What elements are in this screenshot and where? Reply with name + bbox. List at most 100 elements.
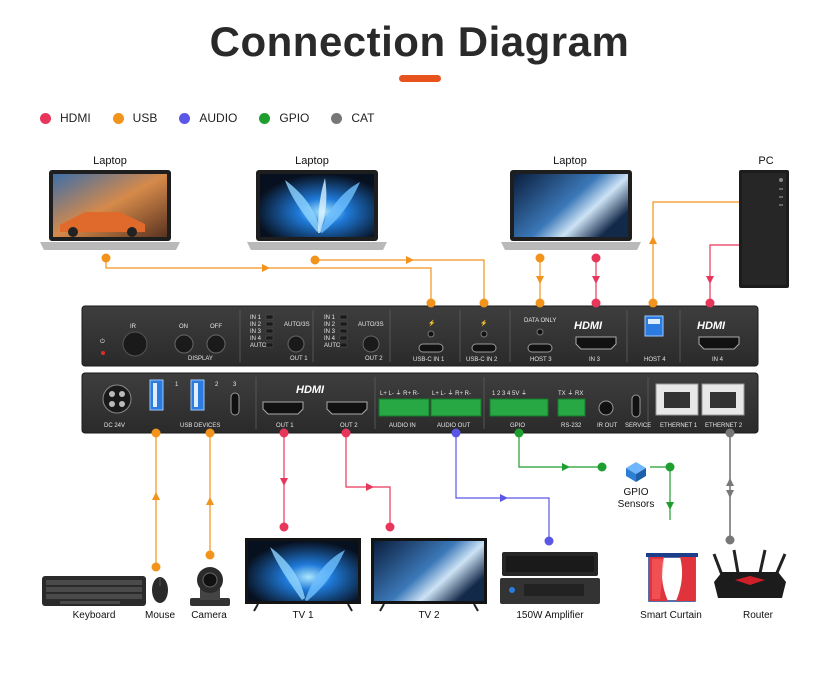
- connection-arrows: [152, 236, 734, 510]
- service-port[interactable]: [631, 394, 641, 418]
- hdmi-out2-port[interactable]: [326, 401, 368, 415]
- ir-window: [122, 331, 148, 357]
- pc-tower: [739, 170, 789, 288]
- laptop-3-label: Laptop: [553, 155, 587, 167]
- hdmi-in4-port[interactable]: [698, 336, 740, 350]
- usb-line-laptop1: [105, 258, 432, 303]
- rs232-label: RS-232: [561, 423, 582, 429]
- ir-label: IR: [130, 324, 137, 330]
- legend: HDMI USB AUDIO GPIO CAT: [40, 110, 397, 126]
- top-panel: ⏻ IR ON OFF DISPLAY IN 1 IN 2 IN 3 IN 4 …: [81, 305, 759, 367]
- host4-label: HOST 4: [644, 357, 666, 363]
- bottom-panel: DC 24V 1 2 3 USB DEVICES HDMI OUT 1 OUT …: [81, 372, 759, 434]
- ethernet1-label: ETHERNET 1: [660, 423, 698, 429]
- usbc-in1-port[interactable]: [418, 343, 444, 353]
- usb-device-port-3[interactable]: [230, 392, 240, 416]
- laptop-2-label: Laptop: [295, 155, 329, 167]
- display-on-button[interactable]: [174, 334, 194, 354]
- gpio-sensors-label: GPIO Sensors: [617, 487, 655, 510]
- usb3-label: 3: [233, 382, 237, 388]
- router: [712, 549, 787, 598]
- audio-line-amplifier: [455, 433, 550, 541]
- legend-item-cat: CAT: [331, 111, 375, 125]
- out1-auto3s-label: AUTO/3S: [284, 322, 310, 328]
- out1-auto-label: AUTO: [250, 343, 267, 349]
- usb1-label: 1: [175, 382, 179, 388]
- tv-2: [371, 538, 487, 612]
- hdmi-out1-label: OUT 1: [276, 423, 294, 429]
- camera-label: Camera: [191, 610, 227, 621]
- tv-1: [245, 538, 361, 612]
- out1-in1-label: IN 1: [250, 315, 262, 321]
- ethernet2-label: ETHERNET 2: [705, 423, 743, 429]
- out1-label: OUT 1: [290, 356, 308, 362]
- legend-dot-hdmi: [40, 112, 51, 124]
- hdmi-out1-port[interactable]: [262, 401, 304, 415]
- lightning-icon-2: ⚡: [480, 319, 487, 327]
- in4-label: IN 4: [712, 357, 724, 363]
- audio-in-terminal[interactable]: [378, 398, 430, 417]
- amplifier-label: 150W Amplifier: [516, 610, 584, 621]
- power-icon: ⏻: [100, 338, 105, 345]
- lightning-icon-1: ⚡: [428, 319, 435, 327]
- usbc-in1-label: USB-C IN 1: [413, 357, 445, 363]
- display-label: DISPLAY: [188, 356, 213, 362]
- legend-item-audio: AUDIO: [179, 111, 237, 125]
- usb-line-laptop2: [315, 259, 485, 303]
- mouse-label: Mouse: [145, 610, 175, 621]
- dc-power-jack[interactable]: [102, 384, 132, 414]
- legend-dot-usb: [112, 112, 124, 124]
- hdmi-logo-out: HDMI: [296, 384, 325, 396]
- legend-item-usb: USB: [112, 111, 158, 125]
- usb-devices-label: USB DEVICES: [180, 423, 220, 429]
- audio-out-terminal[interactable]: [430, 398, 482, 417]
- usb-line-pc: [652, 201, 739, 303]
- usbc-in2-label: USB-C IN 2: [466, 357, 498, 363]
- laptop-3: [501, 170, 641, 250]
- camera: [190, 567, 230, 606]
- hdmi-out2-label: OUT 2: [340, 423, 358, 429]
- audio-out-label: AUDIO OUT: [437, 423, 471, 429]
- out1-in4-label: IN 4: [250, 336, 262, 342]
- out2-in2-label: IN 2: [324, 322, 336, 328]
- pc-label: PC: [758, 155, 774, 167]
- host3-label: HOST 3: [530, 357, 552, 363]
- display-off-button[interactable]: [206, 334, 226, 354]
- out1-select-button[interactable]: [287, 335, 305, 353]
- out2-select-button[interactable]: [362, 335, 380, 353]
- mouse: [152, 577, 168, 603]
- usb2-label: 2: [215, 382, 219, 388]
- power-led: [101, 351, 105, 355]
- gpio-terminal[interactable]: [489, 398, 549, 417]
- on-label: ON: [179, 324, 188, 330]
- out2-in1-label: IN 1: [324, 315, 336, 321]
- rs232-terminal[interactable]: [557, 398, 586, 417]
- gpio-label: GPIO: [510, 423, 525, 429]
- out1-in2-label: IN 2: [250, 322, 262, 328]
- legend-label-usb: USB: [132, 111, 158, 125]
- rs232-pins: TX ⏚ RX: [558, 390, 583, 397]
- out2-led-block: IN 1 IN 2 IN 3 IN 4 AUTO AUTO/3S OUT 2: [324, 314, 384, 362]
- service-label: SERVICE: [625, 423, 651, 429]
- legend-dot-audio: [179, 112, 191, 124]
- hdmi-line-tv2: [345, 433, 391, 527]
- out2-auto-label: AUTO: [324, 343, 341, 349]
- laptop-1-label: Laptop: [93, 155, 127, 167]
- endpoint-dots: [101, 253, 735, 572]
- host3-port[interactable]: [527, 343, 553, 353]
- legend-label-cat: CAT: [351, 111, 375, 125]
- audio-in-label: AUDIO IN: [389, 423, 416, 429]
- out2-in3-label: IN 3: [324, 329, 336, 335]
- in3-label: IN 3: [589, 357, 601, 363]
- out1-in3-label: IN 3: [250, 329, 262, 335]
- legend-label-gpio: GPIO: [279, 111, 310, 125]
- tv2-label: TV 2: [418, 610, 440, 621]
- data-only-label: DATA ONLY: [524, 318, 556, 324]
- hdmi-logo-in4: HDMI: [697, 320, 726, 332]
- ir-out-jack[interactable]: [598, 400, 614, 416]
- hdmi-in3-port[interactable]: [575, 336, 617, 350]
- usbc-in2-port[interactable]: [471, 343, 497, 353]
- gpio-pins: 1 2 3 4 5V ⏚: [492, 390, 527, 397]
- gpio-line-sensors: [518, 433, 602, 468]
